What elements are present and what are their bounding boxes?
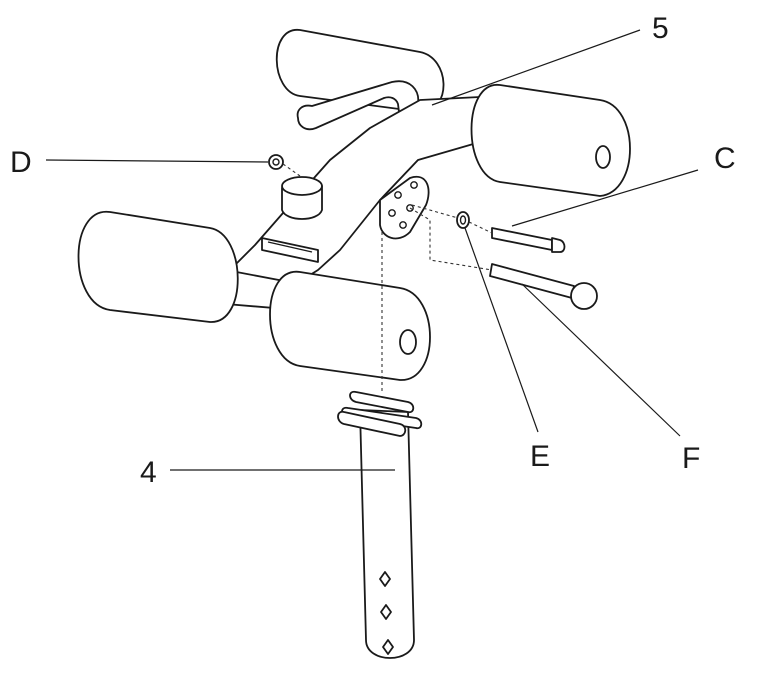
front-left-roller-pad (77, 211, 239, 323)
bolt-c (491, 227, 566, 253)
nut-d (268, 154, 301, 177)
front-right-roller-pad (269, 271, 431, 381)
callout-label-4: 4 (140, 456, 157, 489)
rear-right-roller-pad (470, 84, 631, 197)
callout-label-d: D (10, 146, 32, 179)
pin-f (489, 263, 598, 310)
washer-e (456, 211, 470, 229)
callout-label-e: E (530, 440, 550, 473)
frame-part-5 (219, 95, 501, 301)
upright-post-part-4 (337, 390, 423, 659)
callout-label-c: C (714, 142, 736, 175)
callout-label-5: 5 (652, 12, 669, 45)
callout-label-f: F (682, 442, 700, 475)
assembly-guide-lines (381, 204, 493, 392)
callout-leaders (45, 29, 699, 471)
